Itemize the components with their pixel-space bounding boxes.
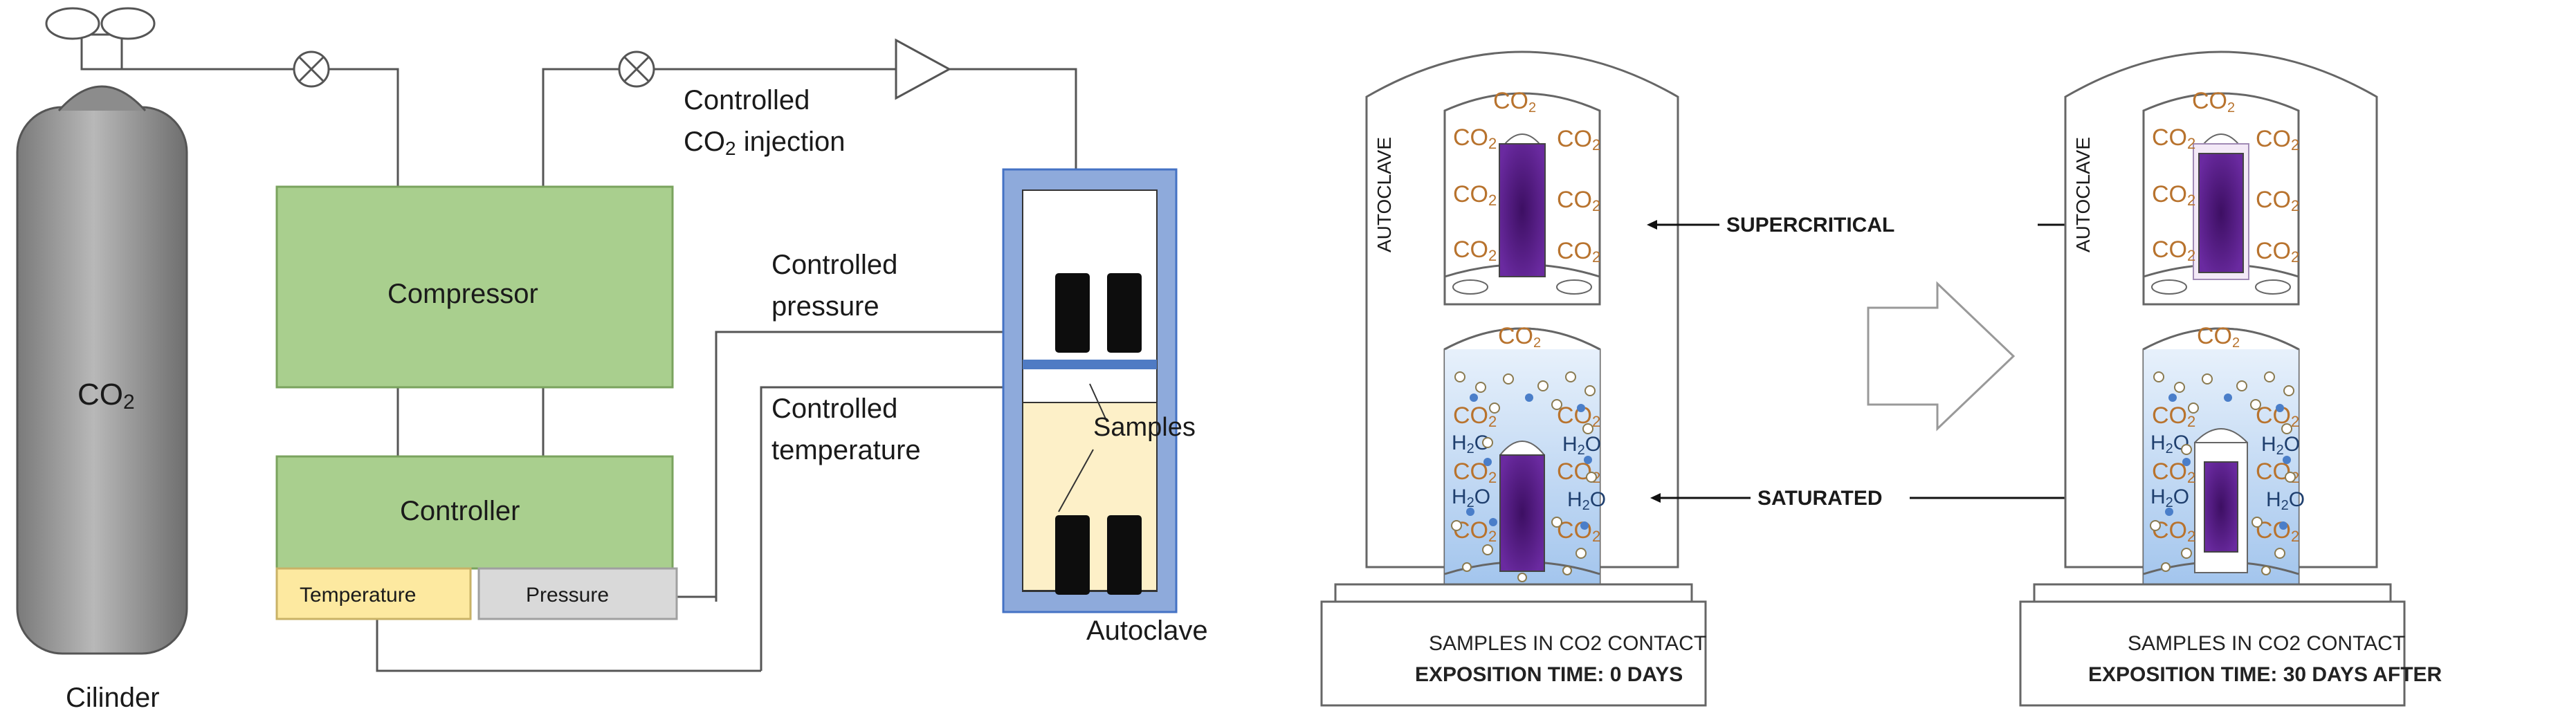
panel-1-autoclave-label: AUTOCLAVE — [1373, 137, 1395, 252]
pressure-box — [477, 567, 678, 620]
setup-autoclave: Samples Autoclave — [1002, 168, 1208, 646]
panel-1-bubbles — [1451, 371, 1597, 582]
svg-text:CO2: CO2 — [2152, 459, 2195, 486]
panel-1-lower-sample — [1499, 454, 1545, 572]
panel-1-upper-sample — [1499, 143, 1546, 277]
pressure-line-label-2: pressure — [771, 291, 879, 322]
svg-text:CO2: CO2 — [2256, 238, 2299, 266]
panel-2-autoclave-label: AUTOCLAVE — [2072, 137, 2094, 252]
panel-2-caption-line2: EXPOSITION TIME: 30 DAYS AFTER — [2088, 663, 2442, 686]
svg-text:CO2: CO2 — [2152, 181, 2195, 209]
svg-text:H2O: H2O — [1562, 433, 1601, 458]
setup-schematic: CO2 Cilinder Compressor Controller Tempe… — [16, 7, 1208, 713]
svg-text:CO2: CO2 — [1557, 126, 1600, 154]
valve-1 — [293, 50, 330, 88]
svg-text:CO2: CO2 — [2197, 323, 2240, 351]
svg-text:CO2: CO2 — [1453, 459, 1497, 486]
cylinder-gas-label: CO2 — [77, 378, 135, 414]
svg-text:CO2: CO2 — [1557, 517, 1600, 545]
svg-text:CO2: CO2 — [1453, 402, 1497, 430]
compressor-box — [275, 185, 674, 389]
svg-text:CO2: CO2 — [1453, 181, 1497, 209]
panel-0-days: AUTOCLAVE CO2 CO2 CO2 CO2 CO2 CO2 CO2 CO… — [1320, 50, 1707, 707]
temperature-label: Temperature — [300, 584, 416, 607]
svg-text:CO2: CO2 — [1493, 88, 1536, 115]
panel-30-days: AUTOCLAVE CO2 CO2 CO2 CO2 CO2 CO2 CO2 CO… — [2019, 50, 2442, 707]
svg-text:CO2: CO2 — [1557, 238, 1600, 266]
panel-1-caption-line1: SAMPLES IN CO2 CONTACT — [1429, 632, 1706, 655]
time-arrow-icon — [1867, 281, 2016, 432]
pipes — [102, 66, 1077, 672]
samples-label: Samples — [1093, 413, 1196, 442]
state-labels: SUPERCRITICAL SATURATED — [1647, 214, 2128, 510]
panel-2-lower-sample — [2204, 461, 2238, 553]
panel-2-bubbles — [2150, 371, 2296, 575]
temperature-box — [275, 567, 472, 620]
saturated-label: SATURATED — [1757, 487, 1883, 510]
svg-text:CO2: CO2 — [2256, 126, 2299, 154]
panel-1-upper-co2: CO2 CO2 CO2 CO2 CO2 CO2 CO2 — [1453, 88, 1600, 266]
cylinder-label: Cilinder — [66, 683, 160, 713]
svg-text:H2O: H2O — [1452, 485, 1490, 510]
controller-label: Controller — [400, 496, 520, 526]
lower-samples — [1055, 515, 1142, 595]
panel-2-upper-sample — [2198, 153, 2244, 273]
co2-cylinder: CO2 Cilinder — [16, 7, 188, 713]
svg-text:H2O: H2O — [1567, 488, 1606, 513]
svg-text:H2O: H2O — [2261, 433, 2300, 458]
svg-text:H2O: H2O — [2266, 488, 2305, 513]
svg-text:CO2: CO2 — [1453, 237, 1497, 264]
controller-box — [275, 455, 674, 570]
panel-2-blue-dots — [2165, 394, 2291, 530]
panel-1-blue-dots — [1466, 394, 1592, 530]
svg-text:CO2: CO2 — [1557, 402, 1600, 430]
panel-1-caption-line2: EXPOSITION TIME: 0 DAYS — [1415, 663, 1683, 686]
supercritical-label: SUPERCRITICAL — [1726, 214, 1894, 237]
check-valve — [895, 38, 952, 100]
valve-2 — [618, 50, 655, 88]
panel-2-upper-co2: CO2 CO2 CO2 CO2 CO2 CO2 CO2 — [2152, 88, 2299, 266]
autoclave-label: Autoclave — [1086, 615, 1208, 646]
svg-text:CO2: CO2 — [1557, 187, 1600, 214]
injection-label-line2: CO2 injection — [684, 127, 845, 159]
temperature-line-label-2: temperature — [771, 435, 921, 465]
pressure-line-label-1: Controlled — [771, 250, 897, 280]
upper-samples — [1055, 273, 1142, 353]
svg-text:CO2: CO2 — [2152, 237, 2195, 264]
svg-text:CO2: CO2 — [2256, 187, 2299, 214]
pressure-label: Pressure — [526, 584, 609, 607]
svg-text:CO2: CO2 — [1498, 323, 1541, 351]
svg-text:CO2: CO2 — [1453, 124, 1497, 152]
svg-text:CO2: CO2 — [2192, 88, 2235, 115]
svg-text:CO2: CO2 — [2152, 402, 2195, 430]
injection-label-line1: Controlled — [684, 85, 810, 115]
svg-text:H2O: H2O — [2150, 485, 2189, 510]
panel-1-h2o: H2O H2O H2O H2O — [1452, 432, 1606, 513]
panel-2-caption-line1: SAMPLES IN CO2 CONTACT — [2128, 632, 2405, 655]
temperature-line-label-1: Controlled — [771, 394, 897, 424]
svg-text:CO2: CO2 — [2152, 124, 2195, 152]
compressor-label: Compressor — [387, 279, 538, 309]
